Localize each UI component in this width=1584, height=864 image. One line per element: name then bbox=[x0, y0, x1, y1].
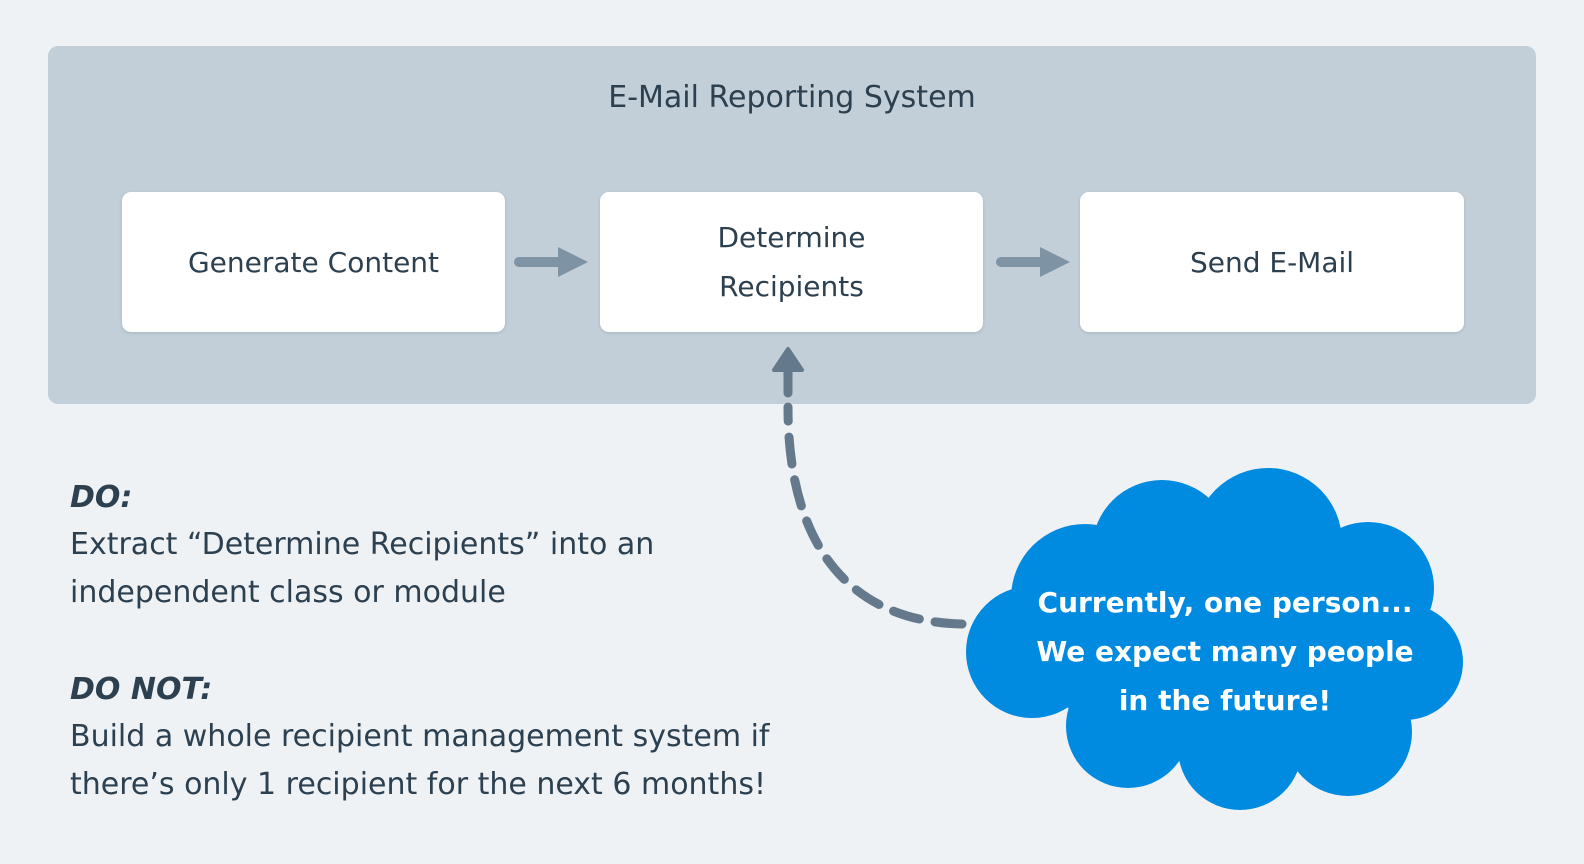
do-not-text-line: there’s only 1 recipient for the next 6 … bbox=[70, 767, 766, 802]
do-text-line: independent class or module bbox=[70, 575, 506, 610]
do-not-heading: DO NOT: bbox=[70, 672, 213, 707]
dashed-curve bbox=[783, 402, 967, 629]
cloud-callout-line: in the future! bbox=[1118, 684, 1332, 717]
cloud-callout-line: We expect many people bbox=[1036, 635, 1414, 668]
cloud-callout: Currently, one person... We expect many … bbox=[1005, 578, 1445, 725]
node-label: Recipients bbox=[719, 270, 864, 303]
do-text-line: Extract “Determine Recipients” into an bbox=[70, 527, 655, 562]
node-label: Send E-Mail bbox=[1189, 245, 1355, 279]
do-not-text-line: Build a whole recipient management syste… bbox=[70, 719, 770, 754]
cloud-callout-line: Currently, one person... bbox=[1037, 586, 1413, 619]
flow-node-determine-recipients: Determine Recipients bbox=[600, 192, 983, 332]
flow-node-generate-content: Generate Content bbox=[122, 192, 505, 332]
note-do-not: DO NOT: Build a whole recipient manageme… bbox=[70, 666, 770, 809]
do-heading: DO: bbox=[70, 480, 133, 515]
flow-node-send-email: Send E-Mail bbox=[1080, 192, 1464, 332]
note-do: DO: Extract “Determine Recipients” into … bbox=[70, 474, 654, 617]
panel-title: E-Mail Reporting System bbox=[608, 80, 976, 115]
node-label: Generate Content bbox=[187, 245, 440, 279]
node-label: Determine bbox=[717, 221, 866, 254]
